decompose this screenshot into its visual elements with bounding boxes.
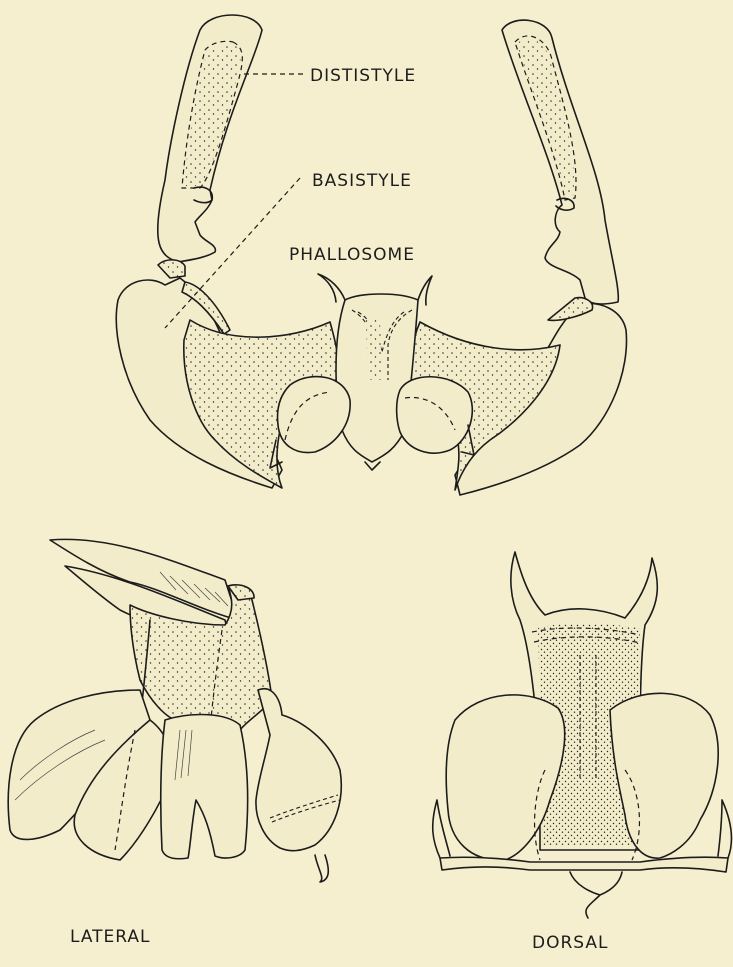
hypopygium-ventral-view: DISTISTYLE BASISTYLE PHALLOSOME — [116, 15, 626, 495]
left-lobe — [278, 377, 351, 453]
dorsal-view: DORSAL — [433, 552, 732, 953]
label-dististyle: DISTISTYLE — [310, 66, 416, 86]
right-lobe — [397, 377, 473, 453]
lateral-view: LATERAL — [8, 539, 341, 947]
label-dorsal: DORSAL — [532, 933, 609, 953]
label-phallosome: PHALLOSOME — [289, 245, 415, 265]
label-lateral: LATERAL — [70, 927, 151, 947]
label-basistyle: BASISTYLE — [312, 171, 412, 191]
